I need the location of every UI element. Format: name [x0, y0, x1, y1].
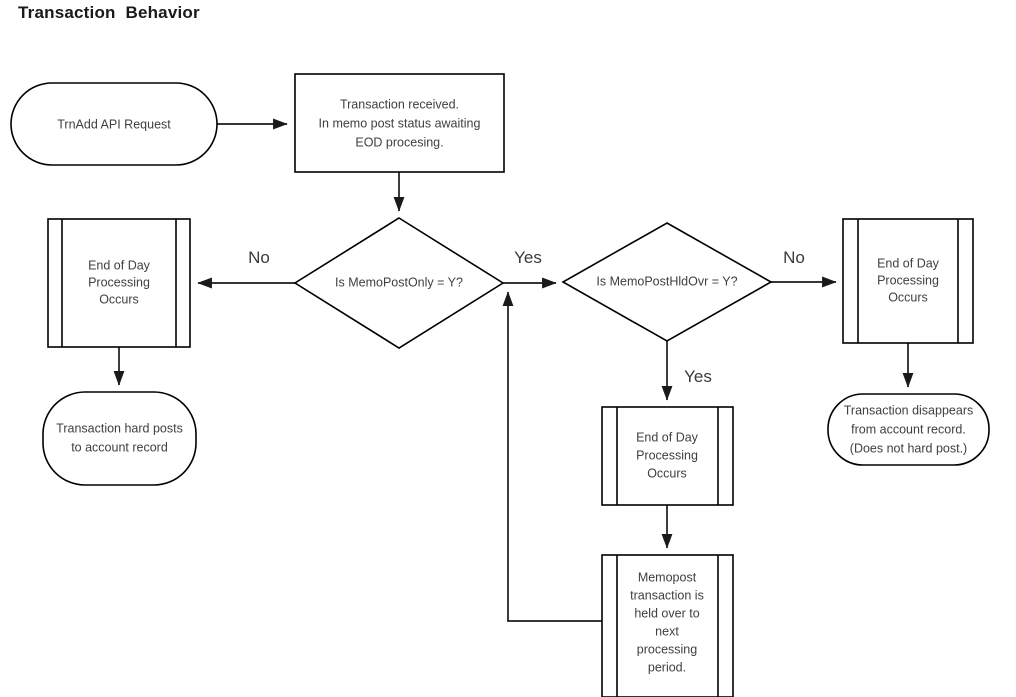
decision2-label: Is MemoPostHldOvr = Y?	[596, 274, 737, 288]
eod-center-label-line-2: Processing	[636, 448, 698, 462]
hardpost-shape	[42, 391, 197, 486]
eod-center-shape	[601, 406, 734, 506]
edge-label-yes-down: Yes	[684, 367, 712, 386]
eod-right-label-line-1: End of Day	[877, 256, 940, 270]
edge-memopost-feedback-to-decision2	[502, 291, 602, 622]
edge-label-no-right: No	[783, 248, 805, 267]
decision1-label: Is MemoPostOnly = Y?	[335, 275, 463, 289]
start-label-line-1: TrnAdd API Request	[57, 117, 171, 131]
disappears-label-line-2: from account record.	[851, 422, 966, 436]
memopost-label-line-1: Memopost	[638, 570, 697, 584]
received-shape	[294, 73, 505, 173]
node-transaction-disappears[interactable]: Transaction disappears from account reco…	[827, 393, 990, 466]
eod-left-shape	[47, 218, 191, 348]
eod-right-label-line-2: Processing	[877, 273, 939, 287]
eod-left-label-line-3: Occurs	[99, 292, 139, 306]
decision2-shape	[561, 222, 773, 342]
node-decision-memoposthldovr[interactable]: Is MemoPostHldOvr = Y?	[561, 222, 773, 342]
start-shape	[10, 82, 218, 166]
disappears-label-line-3: (Does not hard post.)	[850, 441, 967, 455]
memopost-label-line-3: held over to	[634, 606, 699, 620]
memopost-label-line-2: transaction is	[630, 588, 704, 602]
disappears-label-line-1: Transaction disappears	[844, 403, 973, 417]
node-eod-left[interactable]: End of Day Processing Occurs	[47, 218, 191, 348]
memopost-label-line-6: period.	[648, 660, 686, 674]
node-eod-center[interactable]: End of Day Processing Occurs	[601, 406, 734, 506]
eod-center-label-line-3: Occurs	[647, 466, 687, 480]
edge-labels-layer: No Yes No Yes	[248, 248, 805, 386]
eod-right-shape	[842, 218, 974, 344]
edge-label-no-left: No	[248, 248, 270, 267]
received-label-line-2: In memo post status awaiting	[319, 116, 481, 130]
edges-layer	[113, 118, 914, 622]
eod-center-label-line-1: End of Day	[636, 430, 699, 444]
received-label-line-1: Transaction received.	[340, 97, 459, 111]
node-transaction-hard-posts[interactable]: Transaction hard posts to account record	[42, 391, 197, 486]
memopost-label-line-4: next	[655, 624, 679, 638]
hardpost-label-line-2: to account record	[71, 440, 168, 454]
memopost-label-line-5: processing	[637, 642, 697, 656]
node-decision-memopostonly[interactable]: Is MemoPostOnly = Y?	[293, 217, 505, 349]
node-memopost-held-over[interactable]: Memopost transaction is held over to nex…	[601, 554, 734, 697]
eod-right-label-line-3: Occurs	[888, 290, 928, 304]
node-transaction-received[interactable]: Transaction received. In memo post statu…	[294, 73, 505, 173]
decision1-shape	[293, 217, 505, 349]
node-trnadd-api-request[interactable]: TrnAdd API Request	[10, 82, 218, 166]
hardpost-label-line-1: Transaction hard posts	[56, 421, 183, 435]
disappears-shape	[827, 393, 990, 466]
node-eod-right[interactable]: End of Day Processing Occurs	[842, 218, 974, 344]
edge-label-yes-center: Yes	[514, 248, 542, 267]
eod-left-label-line-1: End of Day	[88, 258, 151, 272]
page-title: Transaction Behavior	[18, 3, 200, 22]
eod-left-label-line-2: Processing	[88, 275, 150, 289]
memopost-shape	[601, 554, 734, 697]
received-label-line-3: EOD procesing.	[355, 135, 443, 149]
